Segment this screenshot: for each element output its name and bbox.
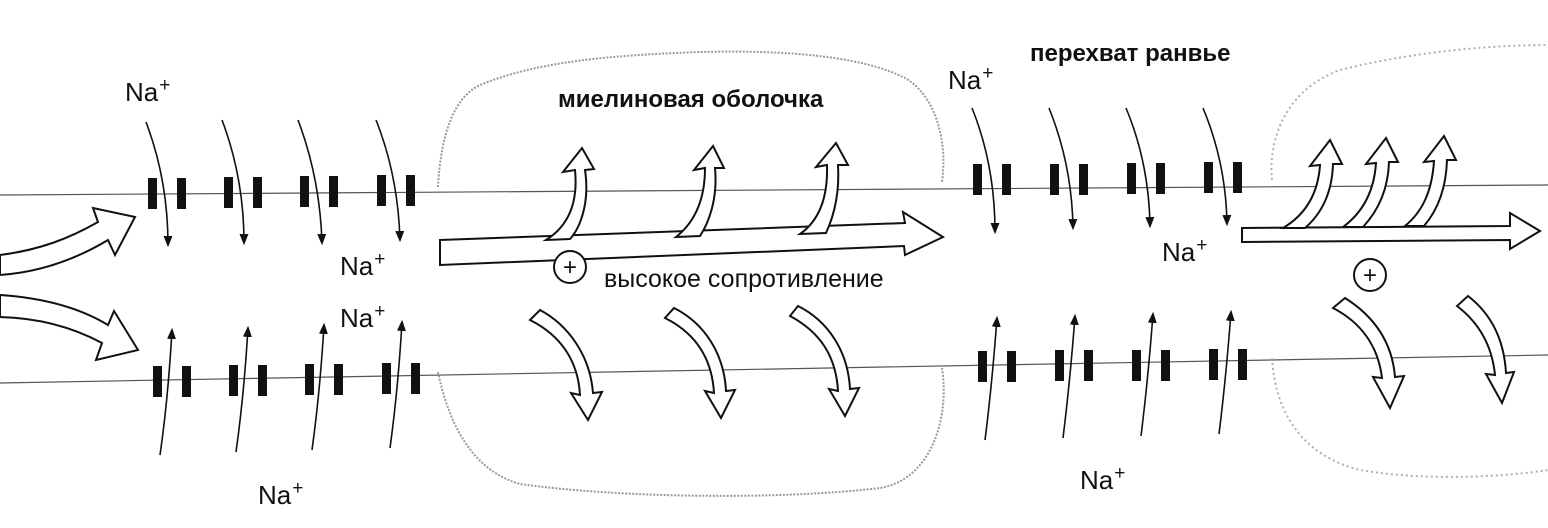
positive-charge-right: + — [1353, 258, 1387, 292]
myelin-sheath-middle — [437, 50, 945, 497]
na-influx-arrows-left-upper — [145, 119, 405, 248]
na-influx-arrows-left-lower — [159, 319, 406, 456]
ion-channels-right-lower — [978, 349, 1247, 382]
ion-channels-right-upper — [973, 162, 1242, 195]
incoming-current-arrows — [0, 206, 140, 362]
positive-charge-middle: + — [553, 250, 587, 284]
axial-current-arrow-middle — [439, 141, 946, 267]
ion-channels-left-lower — [153, 363, 420, 397]
ion-channels-left-upper — [148, 175, 415, 209]
node-of-ranvier-label: перехват ранвье — [1030, 40, 1231, 67]
high-resistance-label: высокое сопротивление — [604, 265, 884, 293]
myelin-sheath-right — [1270, 44, 1548, 478]
na-ion-label-right-upper: Na+ — [948, 63, 994, 95]
na-ion-label-left-upper: Na+ — [125, 75, 171, 107]
na-ion-label-right-middle: Na+ — [1162, 235, 1208, 267]
axial-current-arrow-right — [1241, 134, 1542, 251]
leak-arrows-right-lower — [1331, 294, 1516, 411]
na-influx-arrows-right-upper — [971, 107, 1232, 235]
leak-arrows-middle-lower — [528, 304, 861, 423]
na-ion-label-left-lower: Na+ — [258, 478, 304, 510]
na-influx-arrows-right-lower — [984, 309, 1235, 441]
myelin-sheath-label: миелиновая оболочка — [558, 86, 824, 113]
na-ion-label-left-middle: Na+ — [340, 249, 386, 281]
na-ion-label-left-middle-2: Na+ — [340, 301, 386, 333]
na-ion-label-right-lower: Na+ — [1080, 463, 1126, 495]
